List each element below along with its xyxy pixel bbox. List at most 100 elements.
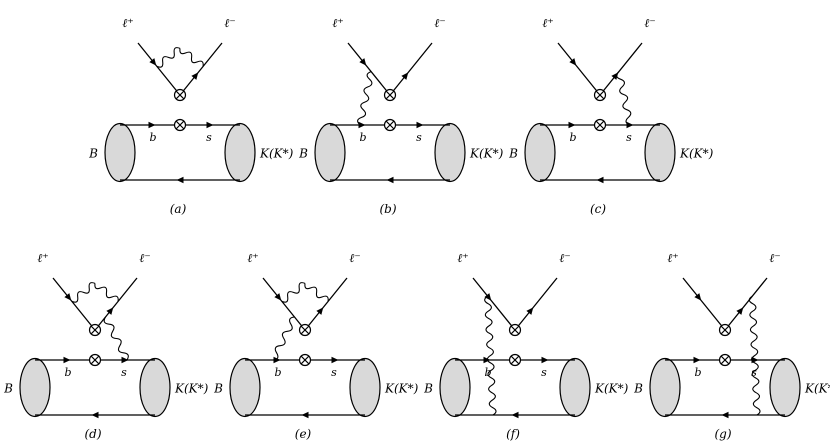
s-quark-label: s — [206, 131, 212, 144]
lepton-vertex — [383, 88, 397, 102]
spectator-arrow — [386, 176, 394, 184]
lepton-plus-label: ℓ⁺ — [542, 16, 553, 30]
photon-loop-right — [179, 48, 204, 67]
lepton-in-line — [472, 277, 516, 331]
k-meson-label: K(K*) — [679, 147, 714, 161]
k-meson-blob — [349, 357, 381, 418]
lepton-out-line — [304, 277, 348, 331]
lepton-plus-label: ℓ⁺ — [122, 16, 133, 30]
photon-lepton-to-spectator — [748, 295, 761, 416]
s-quark-label: s — [416, 131, 422, 144]
b-quark-label: b — [149, 131, 156, 144]
k-meson-blob — [139, 357, 171, 418]
b-meson-label: B — [423, 382, 433, 396]
lepton-out-line-arrow — [401, 72, 409, 80]
spectator-arrow — [596, 176, 604, 184]
lepton-in-line — [557, 42, 601, 96]
b-quark-label: b — [359, 131, 366, 144]
lepton-out-line — [514, 277, 558, 331]
b-quark-arrow — [358, 121, 366, 129]
b-quark-label: b — [274, 366, 281, 379]
lepton-plus-label: ℓ⁺ — [332, 16, 343, 30]
lepton-plus-label: ℓ⁺ — [247, 251, 258, 265]
photon-loop-right — [304, 283, 329, 302]
k-meson-label: K(K*) — [469, 147, 504, 161]
lepton-out-line — [94, 277, 138, 331]
lepton-in-line-arrow — [274, 293, 282, 301]
b-meson-blob — [439, 357, 471, 418]
lepton-in-line — [262, 277, 306, 331]
photon-lepton-to-b — [357, 71, 373, 126]
s-quark-label: s — [331, 366, 337, 379]
b-meson-blob — [649, 357, 681, 418]
s-quark-arrow — [206, 121, 214, 129]
s-quark-arrow — [541, 356, 549, 364]
b-meson-blob — [229, 357, 261, 418]
k-meson-blob — [644, 122, 676, 183]
lepton-vertex — [298, 323, 312, 337]
lepton-in-line-arrow — [484, 293, 492, 301]
k-meson-label: K(K*) — [804, 382, 830, 396]
s-quark-label: s — [541, 366, 547, 379]
lepton-in-line — [137, 42, 181, 96]
lepton-out-line — [179, 42, 223, 96]
lepton-vertex — [88, 323, 102, 337]
lepton-out-line-arrow — [316, 307, 324, 315]
spectator-arrow — [176, 176, 184, 184]
caption: (f) — [506, 427, 520, 441]
photon-loop-left — [71, 282, 96, 303]
b-meson-label: B — [508, 147, 518, 161]
photon-to-b — [272, 316, 295, 361]
lepton-vertex — [508, 323, 522, 337]
lepton-out-line — [599, 42, 643, 96]
s-quark-arrow — [121, 356, 129, 364]
b-meson-label: B — [213, 382, 223, 396]
quark-vertex — [173, 118, 187, 132]
s-quark-label: s — [626, 131, 632, 144]
k-meson-blob — [769, 357, 801, 418]
b-quark-label: b — [64, 366, 71, 379]
k-meson-blob — [224, 122, 256, 183]
lepton-minus-label: ℓ⁻ — [139, 251, 150, 265]
lepton-in-line-arrow — [694, 293, 702, 301]
quark-vertex — [593, 118, 607, 132]
quark-vertex — [88, 353, 102, 367]
photon-lepton-to-spectator — [484, 295, 497, 416]
lepton-out-line-arrow — [736, 307, 744, 315]
lepton-plus-label: ℓ⁺ — [457, 251, 468, 265]
lepton-minus-label: ℓ⁻ — [559, 251, 570, 265]
lepton-plus-label: ℓ⁺ — [667, 251, 678, 265]
k-meson-blob — [559, 357, 591, 418]
spectator-arrow — [511, 411, 519, 419]
photon-loop-right — [94, 283, 119, 302]
spectator-arrow — [301, 411, 309, 419]
spectator-arrow — [721, 411, 729, 419]
lepton-in-line-arrow — [149, 58, 157, 66]
lepton-out-line-arrow — [526, 307, 534, 315]
lepton-in-line — [682, 277, 726, 331]
k-meson-label: K(K*) — [384, 382, 419, 396]
b-quark-label: b — [569, 131, 576, 144]
b-quark-arrow — [148, 121, 156, 129]
photon-loop-left — [281, 282, 306, 303]
lepton-in-line-arrow — [569, 58, 577, 66]
lepton-minus-label: ℓ⁻ — [644, 16, 655, 30]
b-meson-label: B — [3, 382, 13, 396]
caption: (g) — [714, 427, 731, 441]
k-meson-blob — [434, 122, 466, 183]
lepton-minus-label: ℓ⁻ — [769, 251, 780, 265]
photon-lepton-to-s — [615, 71, 632, 126]
lepton-plus-label: ℓ⁺ — [37, 251, 48, 265]
lepton-minus-label: ℓ⁻ — [224, 16, 235, 30]
s-quark-arrow — [416, 121, 424, 129]
lepton-out-line-arrow — [191, 72, 199, 80]
lepton-vertex — [593, 88, 607, 102]
lepton-out-line — [724, 277, 768, 331]
lepton-out-line-arrow — [106, 307, 114, 315]
